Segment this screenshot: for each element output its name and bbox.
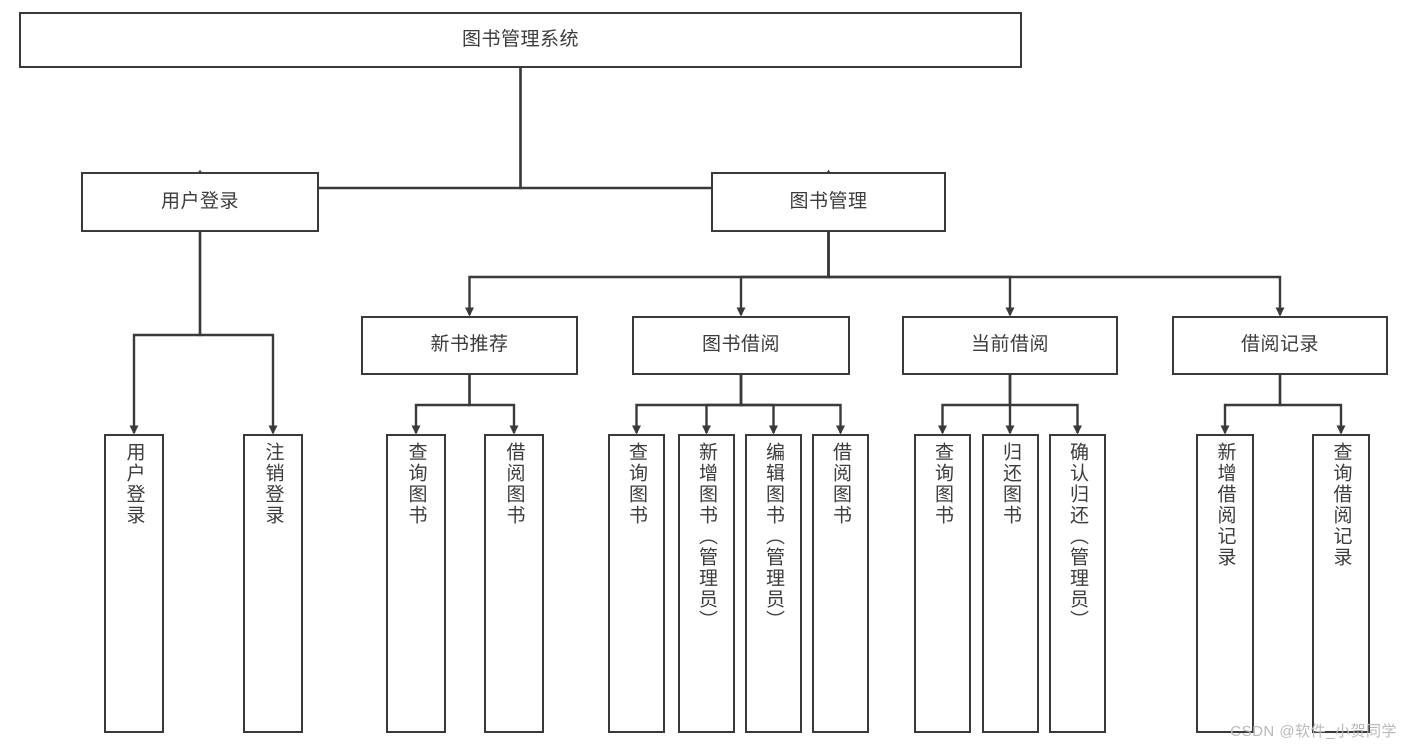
node-label-leaf-bw-borrow: 借阅图书	[830, 442, 851, 526]
node-label-current: 当前借阅	[970, 334, 1049, 356]
node-label-login: 用户登录	[160, 190, 239, 212]
node-label-leaf-cur-confirm: 确认归还（管理员）	[1067, 442, 1088, 631]
node-leaf-nb-query[interactable]: 查询图书	[386, 434, 446, 733]
edge-borrow-to-query	[632, 375, 743, 435]
edge-login-to-user-logout	[198, 232, 278, 435]
node-label-leaf-bw-query: 查询图书	[626, 442, 647, 526]
node-leaf-cur-query[interactable]: 查询图书	[914, 434, 971, 733]
edge-root-to-login	[195, 68, 522, 190]
watermark-credit: CSDN @软件_小贺同学	[1230, 723, 1397, 740]
node-leaf-bw-edit[interactable]: 编辑图书（管理员）	[745, 434, 802, 733]
edge-bookmgmt-to-borrow	[736, 232, 830, 317]
edge-newbook-to-query	[411, 375, 471, 435]
edge-root-to-bookmgmt	[519, 68, 833, 190]
edge-borrow-to-edit	[739, 375, 778, 435]
edge-borrow-to-borrow	[739, 375, 845, 435]
edge-records-to-add	[1220, 375, 1282, 435]
node-current[interactable]: 当前借阅	[902, 316, 1118, 375]
edge-borrow-to-add	[702, 375, 743, 435]
node-records[interactable]: 借阅记录	[1172, 316, 1388, 375]
node-label-root: 图书管理系统	[461, 28, 579, 50]
node-label-leaf-cur-query: 查询图书	[932, 442, 953, 526]
node-bookmgmt[interactable]: 图书管理	[711, 172, 946, 232]
edge-current-to-confirm	[1008, 375, 1082, 435]
edge-newbook-to-borrow	[468, 375, 519, 435]
node-leaf-cur-confirm[interactable]: 确认归还（管理员）	[1049, 434, 1106, 733]
node-login[interactable]: 用户登录	[81, 172, 319, 232]
node-label-leaf-nb-query: 查询图书	[405, 442, 427, 526]
node-label-leaf-user-login: 用户登录	[123, 442, 145, 526]
node-leaf-cur-return[interactable]: 归还图书	[982, 434, 1039, 733]
edge-group	[129, 68, 1346, 435]
node-leaf-bw-borrow[interactable]: 借阅图书	[812, 434, 869, 733]
node-leaf-user-login[interactable]: 用户登录	[104, 434, 164, 733]
node-leaf-bw-add[interactable]: 新增图书（管理员）	[678, 434, 735, 733]
node-label-borrow: 图书借阅	[701, 334, 780, 356]
edge-login-to-user-login	[129, 232, 202, 435]
node-borrow[interactable]: 图书借阅	[632, 316, 850, 375]
node-label-leaf-rec-add: 新增借阅记录	[1214, 442, 1236, 568]
node-leaf-user-logout[interactable]: 注销登录	[243, 434, 303, 733]
edge-current-to-query	[938, 375, 1012, 435]
node-label-bookmgmt: 图书管理	[789, 190, 868, 212]
node-label-leaf-nb-borrow: 借阅图书	[503, 442, 525, 526]
node-label-leaf-user-logout: 注销登录	[262, 442, 284, 526]
node-root[interactable]: 图书管理系统	[19, 12, 1022, 68]
edge-records-to-query	[1278, 375, 1346, 435]
edge-bookmgmt-to-newbook	[465, 232, 830, 317]
node-label-leaf-rec-query: 查询借阅记录	[1330, 442, 1352, 568]
node-leaf-nb-borrow[interactable]: 借阅图书	[484, 434, 544, 733]
node-newbook[interactable]: 新书推荐	[361, 316, 578, 375]
node-label-records: 借阅记录	[1240, 334, 1319, 356]
edge-bookmgmt-to-records	[827, 232, 1285, 317]
node-leaf-rec-query[interactable]: 查询借阅记录	[1312, 434, 1370, 733]
node-label-leaf-bw-edit: 编辑图书（管理员）	[763, 442, 784, 631]
edge-bookmgmt-to-current	[827, 232, 1015, 317]
node-label-leaf-bw-add: 新增图书（管理员）	[696, 442, 717, 631]
node-leaf-rec-add[interactable]: 新增借阅记录	[1196, 434, 1254, 733]
node-label-newbook: 新书推荐	[430, 334, 509, 356]
node-label-leaf-cur-return: 归还图书	[1000, 442, 1021, 526]
node-leaf-bw-query[interactable]: 查询图书	[608, 434, 665, 733]
